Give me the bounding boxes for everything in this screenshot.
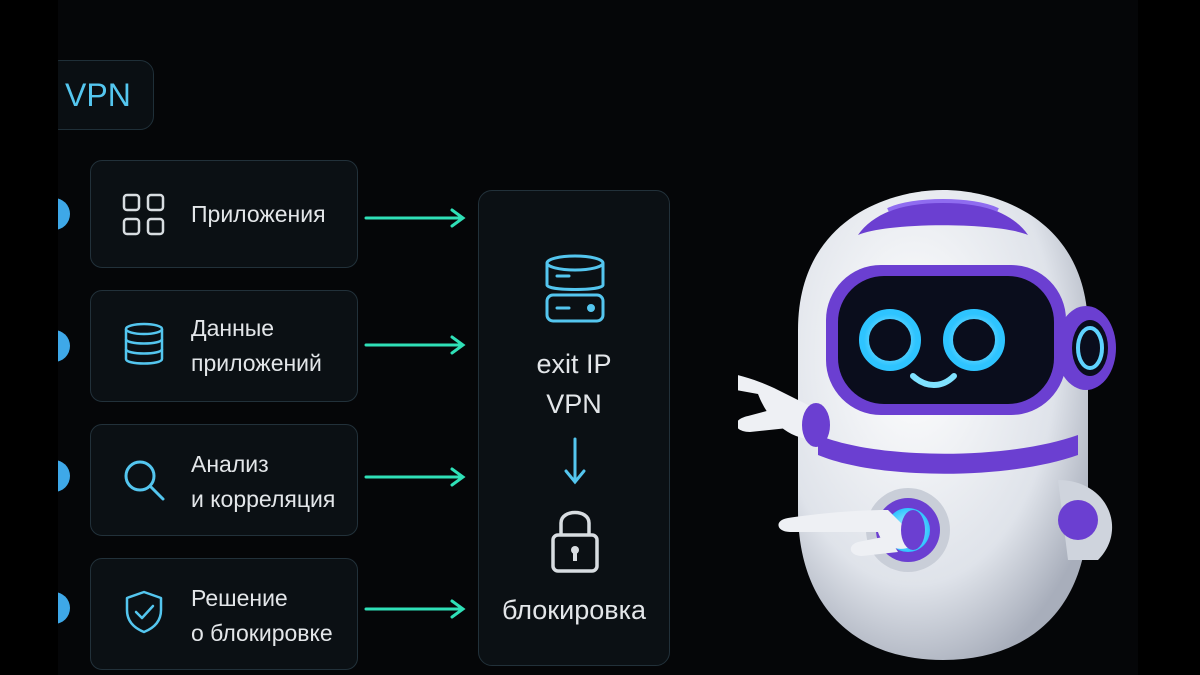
server-icon xyxy=(545,254,605,323)
arrow-right-icon xyxy=(364,467,466,487)
block-result-label: блокировка xyxy=(501,595,647,625)
step-app-data-label: Данные приложений xyxy=(191,311,322,381)
step-analysis-label: Анализ и корреляция xyxy=(191,447,335,517)
arrow-down-icon xyxy=(564,437,586,485)
step-1-badge xyxy=(58,198,70,230)
step-decision-label: Решение о блокировке xyxy=(191,581,333,651)
arrow-right-icon xyxy=(364,335,466,355)
exit-ip-box: exit IP VPN блокировка xyxy=(478,190,670,666)
step-app-data-line-1: Данные xyxy=(191,315,275,341)
robot-mascot xyxy=(738,190,1116,660)
step-apps: Приложения xyxy=(90,160,358,268)
database-icon xyxy=(124,322,164,365)
step-analysis-line-2: и корреляция xyxy=(191,486,336,512)
step-app-data: Данные приложений xyxy=(90,290,358,402)
step-3-badge xyxy=(58,460,70,492)
magnifier-icon xyxy=(124,460,165,501)
apps-grid-icon xyxy=(122,193,165,236)
arrow-right-icon xyxy=(364,599,466,619)
step-apps-line-1: Приложения xyxy=(191,201,326,227)
step-2-badge xyxy=(58,330,70,362)
step-apps-label: Приложения xyxy=(191,197,326,232)
lock-icon xyxy=(551,510,599,573)
vpn-title: VPN xyxy=(65,77,131,113)
shield-check-icon xyxy=(125,590,163,634)
step-decision-line-2: о блокировке xyxy=(191,620,333,646)
step-analysis-line-1: Анализ xyxy=(191,451,269,477)
step-4-badge xyxy=(58,592,70,624)
step-decision: Решение о блокировке xyxy=(90,558,358,670)
vpn-title-chip: VPN xyxy=(58,60,154,130)
arrow-right-icon xyxy=(364,208,466,228)
step-app-data-line-2: приложений xyxy=(191,350,322,376)
step-decision-line-1: Решение xyxy=(191,585,288,611)
exit-ip-line-2: VPN xyxy=(546,389,602,419)
step-analysis: Анализ и корреляция xyxy=(90,424,358,536)
diagram-stage: VPN Приложения Данные приложений xyxy=(58,0,1138,675)
exit-ip-line-1: exit IP xyxy=(536,349,612,379)
